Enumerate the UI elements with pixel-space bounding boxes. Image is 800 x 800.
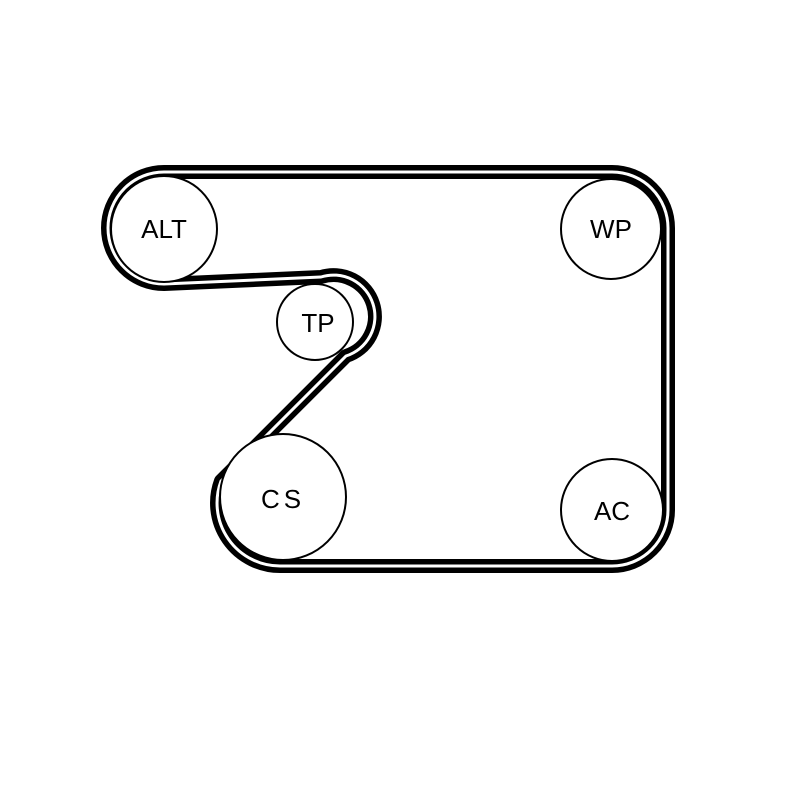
pulley-cs-label: CS xyxy=(261,484,305,514)
belt-inner-line xyxy=(106,170,670,568)
pulley-cs-circle xyxy=(219,433,347,561)
pulley-wp: WP xyxy=(560,178,662,280)
pulley-wp-circle xyxy=(560,178,662,280)
pulley-tp-circle xyxy=(276,283,354,361)
pulley-wp-label: WP xyxy=(590,214,632,244)
pulley-alt: ALT xyxy=(110,175,218,283)
pulley-tp-label: TP xyxy=(301,308,334,338)
pulley-cs: CS xyxy=(219,433,347,561)
pulley-ac-label: AC xyxy=(594,496,630,526)
pulley-ac: AC xyxy=(560,458,664,562)
pulley-alt-label: ALT xyxy=(141,214,187,244)
pulley-ac-circle xyxy=(560,458,664,562)
pulley-alt-circle xyxy=(110,175,218,283)
belt xyxy=(101,165,675,573)
pulley-tp: TP xyxy=(276,283,354,361)
